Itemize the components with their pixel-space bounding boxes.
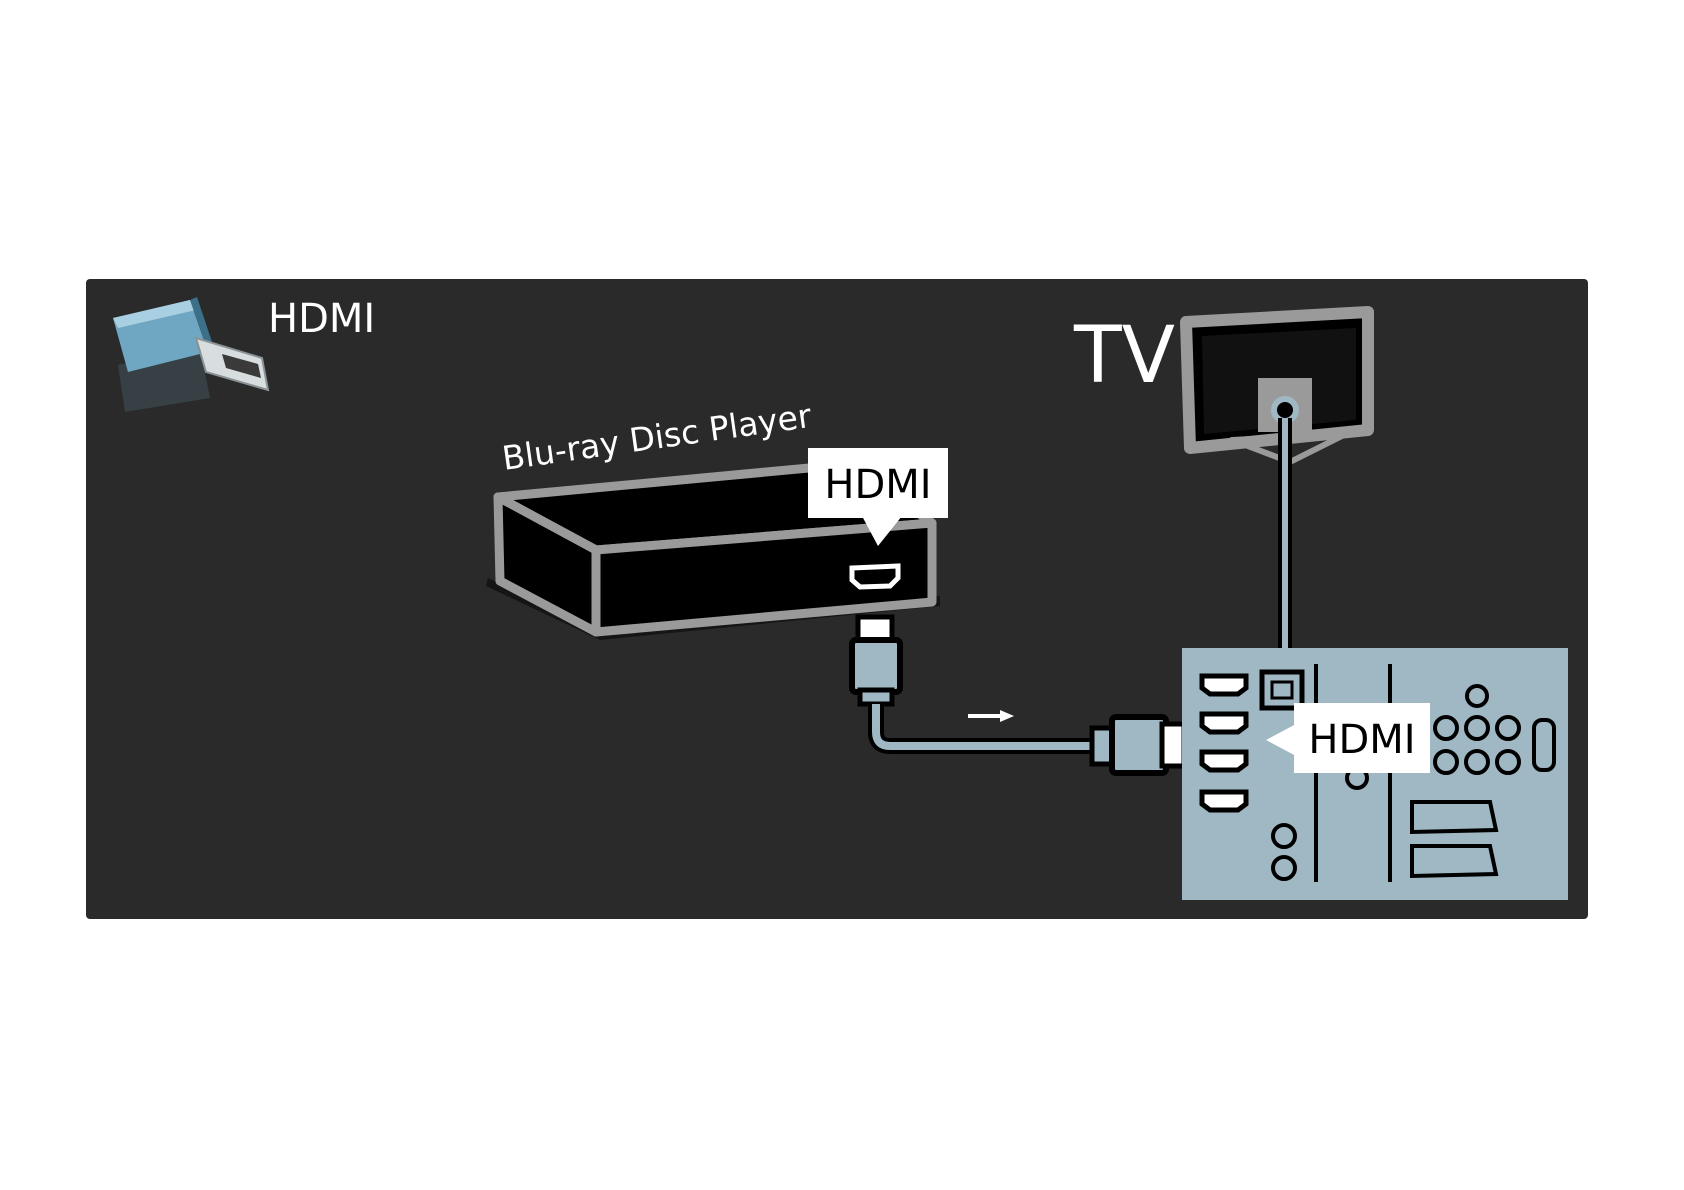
target-port-label: HDMI <box>1308 717 1415 763</box>
connector-label: HDMI <box>268 296 375 342</box>
tv <box>1186 312 1368 650</box>
source-port-label: HDMI <box>824 462 931 508</box>
hdmi-plug-icon <box>113 297 268 412</box>
hdmi-port-3 <box>1202 752 1246 770</box>
arrow-right-icon <box>968 710 1014 722</box>
source-device-label: Blu-ray Disc Player <box>500 396 814 478</box>
hdmi-port-4 <box>1202 792 1246 810</box>
hdmi-cable <box>852 617 1184 773</box>
target-device-label: TV <box>1073 311 1175 401</box>
tv-connector-panel <box>1182 648 1568 900</box>
hdmi-port-2 <box>1202 714 1246 732</box>
hdmi-port-1 <box>1202 676 1246 694</box>
